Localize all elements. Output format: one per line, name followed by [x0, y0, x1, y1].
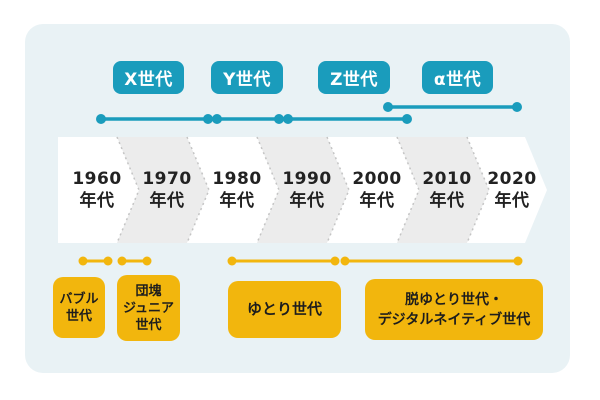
chevron-1990 — [257, 137, 349, 243]
decade-suffix: 年代 — [494, 191, 530, 211]
generation-badge-x: X世代 — [113, 61, 184, 94]
span-dot — [402, 114, 412, 124]
decade-label-1970: 1970 年代 — [132, 168, 202, 212]
decade-year: 2010 — [422, 169, 472, 189]
span-dot — [142, 256, 152, 266]
generation-badge-y: Y世代 — [211, 61, 283, 94]
decade-chevron-band — [58, 136, 547, 244]
span-dot — [283, 114, 293, 124]
generation-box-line: 世代 — [65, 308, 92, 324]
span-dot — [513, 256, 523, 266]
span-dot — [274, 114, 284, 124]
decade-suffix: 年代 — [219, 191, 255, 211]
chevron-1980 — [187, 137, 279, 243]
chevron-2010 — [397, 137, 489, 243]
chevron-1970 — [117, 137, 209, 243]
decade-suffix: 年代 — [289, 191, 325, 211]
generation-badge-alpha: α世代 — [422, 61, 493, 94]
chevron-1960 — [58, 137, 139, 243]
span-dot — [383, 102, 393, 112]
generation-box-line: 脱ゆとり世代・ — [405, 291, 503, 308]
generation-box-datsu-yutori-digital-native: 脱ゆとり世代・ デジタルネイティブ世代 — [365, 279, 543, 340]
generation-box-line: ゆとり世代 — [246, 300, 322, 318]
decade-year: 1980 — [212, 169, 262, 189]
decade-label-2020: 2020 年代 — [477, 168, 547, 212]
span-dot — [103, 256, 113, 266]
decade-label-1980: 1980 年代 — [202, 168, 272, 212]
bottom-generation-spans — [78, 256, 523, 266]
decade-label-1990: 1990 年代 — [272, 168, 342, 212]
generation-box-line: バブル — [59, 291, 99, 307]
decade-label-1960: 1960 年代 — [62, 168, 132, 212]
span-dot — [117, 256, 127, 266]
decade-suffix: 年代 — [429, 191, 465, 211]
span-dot — [78, 256, 88, 266]
decade-year: 1960 — [72, 169, 122, 189]
span-dot — [340, 256, 350, 266]
chevron-2020 — [467, 137, 547, 243]
decade-label-2010: 2010 年代 — [412, 168, 482, 212]
decade-suffix: 年代 — [149, 191, 185, 211]
decade-year: 1990 — [282, 169, 332, 189]
generation-box-line: 世代 — [135, 317, 162, 333]
chevron-2000 — [327, 137, 419, 243]
span-dot — [330, 256, 340, 266]
decade-suffix: 年代 — [79, 191, 115, 211]
generation-box-bubble: バブル 世代 — [53, 277, 105, 338]
span-dot — [227, 256, 237, 266]
decade-year: 1970 — [142, 169, 192, 189]
decade-suffix: 年代 — [359, 191, 395, 211]
span-dot — [512, 102, 522, 112]
top-generation-spans — [96, 102, 522, 124]
generation-box-line: ジュニア — [122, 300, 175, 316]
generation-box-dankai-junior: 団塊 ジュニア 世代 — [117, 275, 180, 341]
generation-box-line: 団塊 — [135, 283, 162, 299]
decade-label-2000: 2000 年代 — [342, 168, 412, 212]
generation-box-line: デジタルネイティブ世代 — [377, 311, 531, 328]
decade-year: 2000 — [352, 169, 402, 189]
decade-year: 2020 — [487, 169, 537, 189]
span-dot — [203, 114, 213, 124]
generation-box-yutori: ゆとり世代 — [228, 281, 341, 338]
span-dot — [96, 114, 106, 124]
span-dot — [212, 114, 222, 124]
generation-badge-z: Z世代 — [318, 61, 390, 94]
